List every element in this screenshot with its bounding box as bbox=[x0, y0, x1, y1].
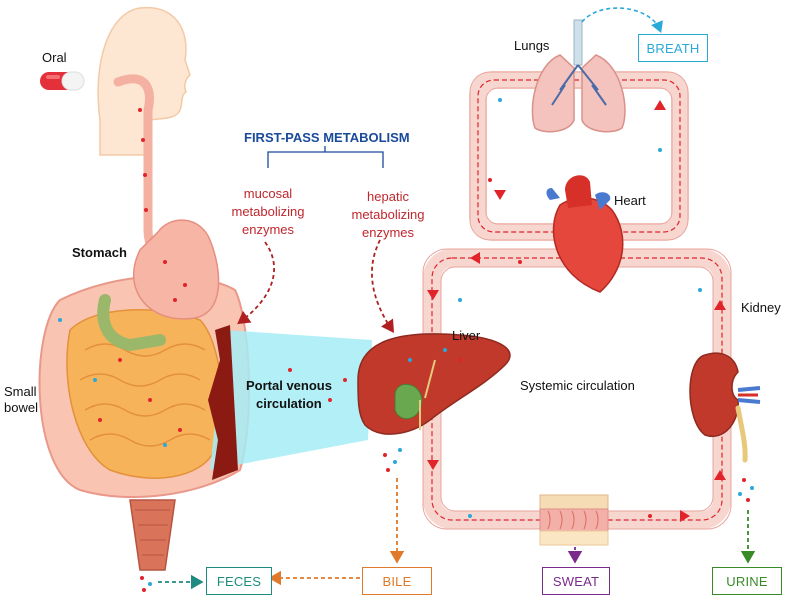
systemic-label: Systemic circulation bbox=[520, 378, 635, 393]
drug-molecules bbox=[58, 98, 754, 592]
portal-label-2: circulation bbox=[256, 396, 322, 411]
skin-section bbox=[539, 494, 609, 546]
portal-venous-beam bbox=[210, 330, 372, 470]
urine-box: URINE bbox=[712, 567, 782, 595]
feces-box: FECES bbox=[206, 567, 272, 595]
hepatic-label-3: enzymes bbox=[361, 225, 415, 240]
heart-label: Heart bbox=[614, 193, 646, 208]
liver-label: Liver bbox=[452, 328, 481, 343]
hepatic-label-2: metabolizing bbox=[351, 207, 425, 222]
small-bowel-label-1: Small bbox=[4, 384, 37, 399]
first-pass-title: FIRST-PASS METABOLISM bbox=[244, 130, 410, 145]
mucosal-arrow bbox=[237, 241, 275, 325]
small-bowel-label-2: bowel bbox=[4, 400, 38, 415]
stomach-label: Stomach bbox=[72, 245, 127, 260]
liver-organ bbox=[357, 333, 511, 435]
mucosal-label-3: enzymes bbox=[241, 222, 295, 237]
mucosal-label-1: mucosal bbox=[243, 186, 293, 201]
hepatic-arrow bbox=[371, 239, 394, 333]
hepatic-label-1: hepatic bbox=[367, 189, 409, 204]
portal-label-1: Portal venous bbox=[246, 378, 332, 393]
oral-label: Oral bbox=[42, 50, 67, 65]
lungs-organ bbox=[531, 19, 626, 133]
sweat-box: SWEAT bbox=[542, 567, 610, 595]
bile-box: BILE bbox=[362, 567, 432, 595]
pill-icon bbox=[40, 71, 85, 91]
circulation-arrows bbox=[427, 100, 726, 522]
kidney-label: Kidney bbox=[741, 300, 781, 315]
first-pass-bracket bbox=[267, 146, 384, 168]
breath-box: BREATH bbox=[638, 34, 708, 62]
digestive-tract bbox=[38, 219, 251, 571]
intestinal-wall-section bbox=[208, 325, 238, 480]
mucosal-label-2: metabolizing bbox=[231, 204, 305, 219]
heart-organ bbox=[546, 175, 624, 293]
lungs-label: Lungs bbox=[514, 38, 550, 53]
kidney-organ bbox=[689, 352, 761, 463]
breath-arrow bbox=[581, 7, 663, 33]
